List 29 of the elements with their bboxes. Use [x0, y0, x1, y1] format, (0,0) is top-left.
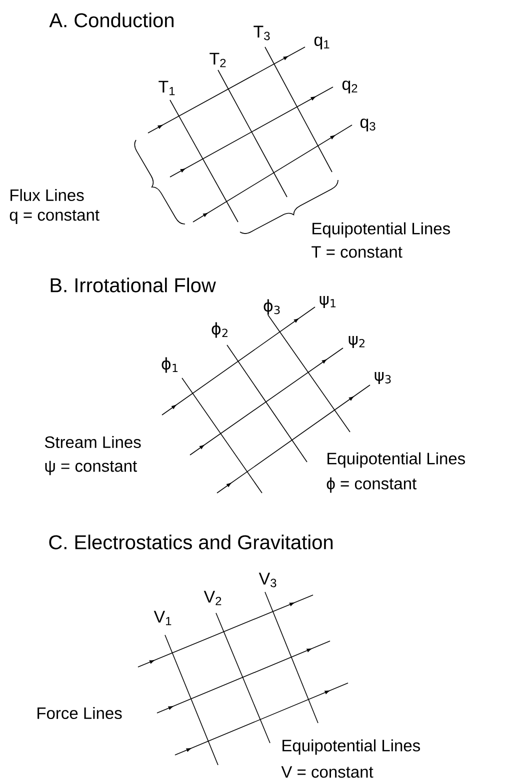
- annotation: ψ = constant: [45, 460, 137, 476]
- line-label: q$_{3}$: [360, 118, 376, 132]
- line-label: V$_{1}$: [154, 610, 172, 626]
- annotation: ϕ = constant: [326, 477, 416, 493]
- annotation: T = constant: [312, 246, 402, 258]
- annotation: Flux Lines: [10, 188, 84, 202]
- line-label: ψ$_{2}$: [348, 336, 364, 348]
- line-label: ψ$_{1}$: [320, 296, 336, 308]
- annotation: Force Lines: [38, 706, 122, 720]
- line-label: ϕ$_{1}$: [162, 357, 178, 373]
- line-label: V$_{3}$: [258, 572, 276, 588]
- line-label: ϕ$_{3}$: [264, 299, 280, 315]
- line-label: ϕ$_{2}$: [212, 322, 228, 338]
- annotation: V = constant: [281, 766, 374, 778]
- line-label: ψ$_{3}$: [374, 372, 391, 384]
- line-label: T$_{2}$: [210, 52, 226, 68]
- line-label: q$_{1}$: [314, 36, 330, 50]
- annotation: Equipotential Lines: [312, 222, 450, 238]
- panel-heading: C. Electrostatics and Gravitation: [49, 534, 333, 550]
- line-label: V$_{2}$: [204, 590, 222, 606]
- line-label: T$_{1}$: [158, 80, 175, 96]
- panel-heading: A. Conduction: [49, 12, 174, 28]
- annotation: Stream Lines: [44, 436, 141, 448]
- annotation: Equipotential Lines: [282, 739, 420, 755]
- line-label: T$_{3}$: [254, 26, 270, 40]
- panel-heading: B. Irrotational Flow: [50, 278, 216, 292]
- line-label: q$_{2}$: [342, 80, 358, 94]
- annotation: Equipotential Lines: [328, 452, 465, 468]
- annotation: q = constant: [10, 210, 100, 224]
